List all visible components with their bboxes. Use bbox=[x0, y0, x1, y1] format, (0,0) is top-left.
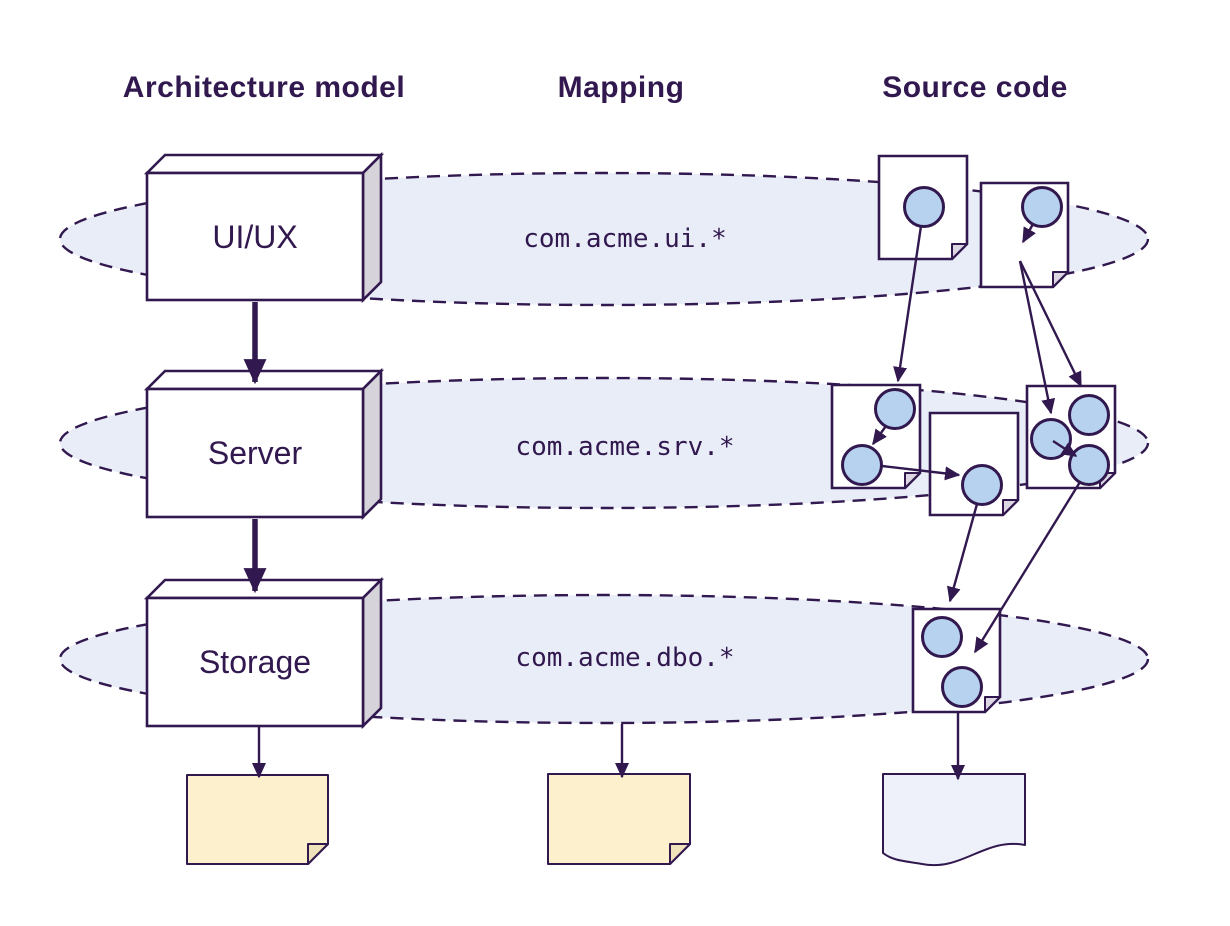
class-dependency-arrow bbox=[1021, 223, 1036, 244]
artifact-mapping bbox=[547, 773, 691, 865]
node-side-face bbox=[361, 151, 383, 304]
node-label-server: Server bbox=[208, 435, 303, 471]
node-top-face bbox=[143, 578, 385, 600]
file-fold-corner bbox=[951, 243, 968, 260]
node-label-uiux: UI/UX bbox=[212, 219, 297, 255]
dependency-arrow bbox=[973, 481, 1082, 654]
class-circle bbox=[1030, 418, 1072, 460]
node-front-face bbox=[145, 387, 365, 519]
document-shape bbox=[882, 773, 1026, 867]
output-artifacts bbox=[186, 712, 1026, 867]
file-fold-corner bbox=[1002, 499, 1019, 516]
class-circle bbox=[941, 666, 983, 708]
source-file bbox=[830, 383, 922, 490]
node-front-face bbox=[145, 596, 365, 728]
node-side-face bbox=[361, 576, 383, 730]
dependency-arrow bbox=[1018, 260, 1056, 415]
package-label-dbo: com.acme.dbo.* bbox=[515, 643, 734, 673]
source-file bbox=[979, 181, 1070, 289]
class-circle bbox=[903, 186, 945, 228]
source-file bbox=[1025, 384, 1117, 490]
mapping-labels: com.acme.ui.* com.acme.srv.* com.acme.db… bbox=[515, 224, 734, 673]
artifact-architecture bbox=[186, 774, 329, 865]
file-fold-corner bbox=[904, 472, 921, 489]
source-files bbox=[830, 154, 1117, 714]
header-source-code: Source code bbox=[882, 71, 1068, 104]
class-circle bbox=[841, 444, 883, 486]
node-label-storage: Storage bbox=[199, 644, 311, 680]
class-dependency-arrow bbox=[872, 425, 887, 446]
node-front-face bbox=[145, 171, 365, 302]
source-file bbox=[911, 607, 1002, 714]
package-label-ui: com.acme.ui.* bbox=[523, 224, 727, 254]
cross-file-dependencies bbox=[881, 225, 1083, 654]
header-architecture-model: Architecture model bbox=[123, 71, 405, 104]
class-circle bbox=[961, 464, 1003, 506]
package-label-srv: com.acme.srv.* bbox=[515, 432, 734, 462]
class-dependency-arrow bbox=[1052, 439, 1078, 458]
artifact-shape bbox=[547, 773, 691, 865]
class-circle bbox=[1021, 186, 1063, 228]
source-file bbox=[877, 154, 969, 261]
dependency-arrow bbox=[893, 225, 923, 383]
dependency-arrow bbox=[947, 503, 979, 603]
dependency-arrow bbox=[1018, 260, 1083, 388]
node-server: Server bbox=[143, 367, 385, 521]
node-side-face bbox=[361, 367, 383, 521]
node-top-face bbox=[143, 153, 385, 175]
dependency-arrow bbox=[881, 464, 961, 481]
header-mapping: Mapping bbox=[558, 71, 685, 104]
file-fold-corner bbox=[984, 696, 1001, 713]
class-circle bbox=[1068, 394, 1110, 436]
class-circle bbox=[921, 616, 963, 658]
node-uiux: UI/UX bbox=[143, 151, 385, 304]
artifact-source-document bbox=[882, 773, 1026, 867]
column-headers: Architecture model Mapping Source code bbox=[123, 71, 1068, 104]
artifact-shape bbox=[186, 774, 329, 865]
class-circle bbox=[1068, 444, 1110, 486]
source-file bbox=[928, 411, 1020, 517]
file-fold-corner bbox=[1052, 271, 1069, 288]
node-top-face bbox=[143, 369, 385, 391]
class-circle bbox=[874, 388, 916, 430]
artifact-fold-corner bbox=[307, 843, 329, 865]
node-storage: Storage bbox=[143, 576, 385, 730]
artifact-fold-corner bbox=[669, 843, 691, 865]
